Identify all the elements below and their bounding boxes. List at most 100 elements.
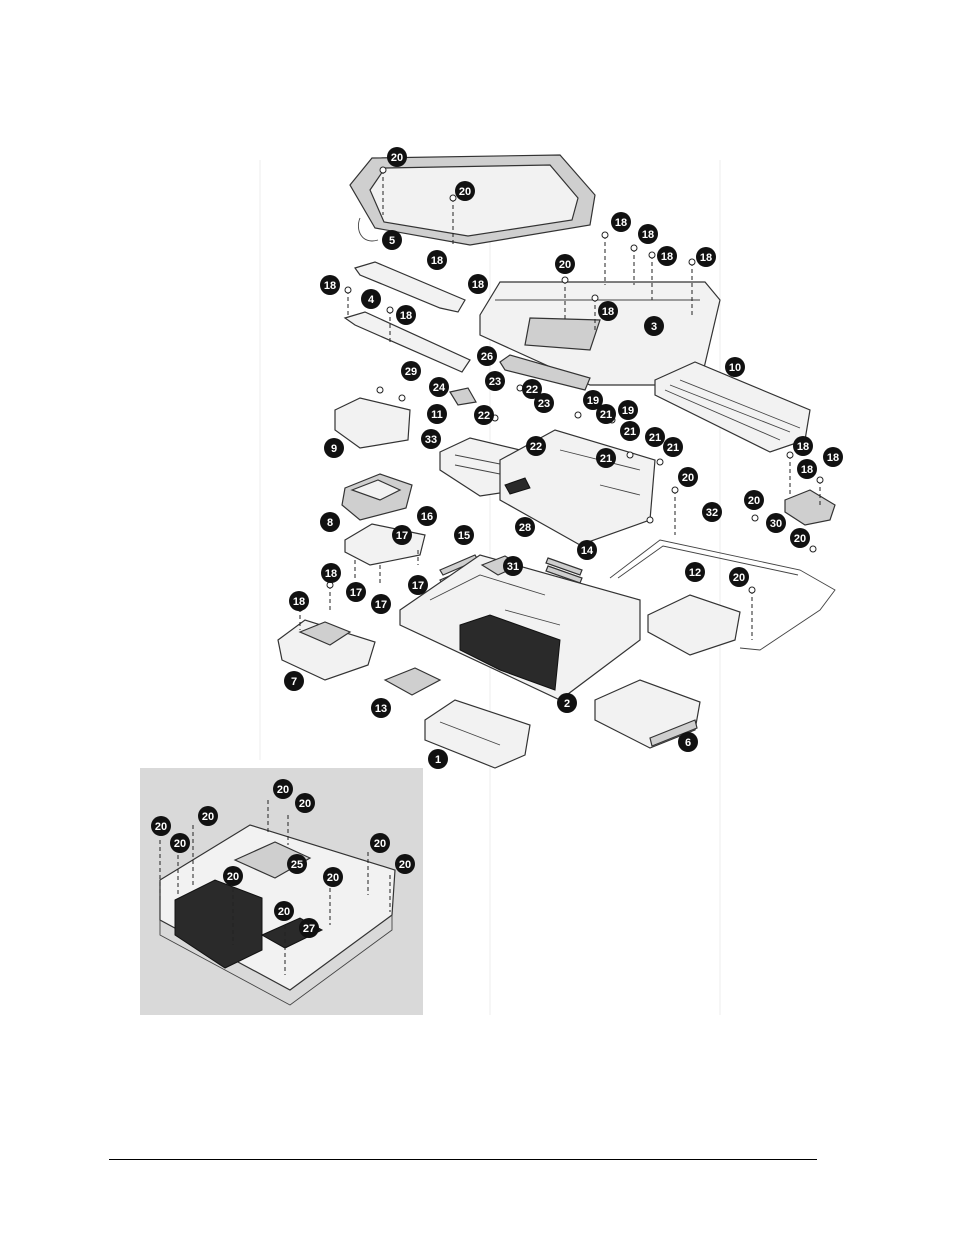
callout-number: 18 xyxy=(293,596,305,608)
callout-number: 16 xyxy=(421,511,433,523)
callout-21: 21 xyxy=(663,437,683,457)
callout-10: 10 xyxy=(725,357,745,377)
callout-23: 23 xyxy=(534,393,554,413)
callout-number: 3 xyxy=(651,321,657,333)
callout-20: 20 xyxy=(223,866,243,886)
callout-number: 5 xyxy=(389,235,395,247)
callout-20: 20 xyxy=(323,867,343,887)
modem-board xyxy=(785,490,835,525)
callout-21: 21 xyxy=(596,404,616,424)
drive-module xyxy=(278,620,375,680)
callout-number: 20 xyxy=(174,838,186,850)
callout-number: 18 xyxy=(642,229,654,241)
callout-18: 18 xyxy=(638,224,658,244)
callout-20: 20 xyxy=(790,528,810,548)
callout-number: 20 xyxy=(794,533,806,545)
callout-number: 20 xyxy=(733,572,745,584)
callout-number: 14 xyxy=(581,545,594,557)
callout-number: 15 xyxy=(458,530,470,542)
callout-20: 20 xyxy=(744,490,764,510)
callout-20: 20 xyxy=(274,901,294,921)
callout-20: 20 xyxy=(387,147,407,167)
callout-number: 18 xyxy=(472,279,484,291)
callout-number: 22 xyxy=(530,441,542,453)
callout-20: 20 xyxy=(170,833,190,853)
callout-number: 20 xyxy=(748,495,760,507)
callout-18: 18 xyxy=(611,212,631,232)
callout-number: 20 xyxy=(391,152,403,164)
callout-number: 17 xyxy=(350,587,362,599)
callout-6: 6 xyxy=(678,732,698,752)
callout-20: 20 xyxy=(555,254,575,274)
callout-number: 18 xyxy=(827,452,839,464)
callout-number: 20 xyxy=(155,821,167,833)
callout-number: 32 xyxy=(706,507,718,519)
callout-29: 29 xyxy=(401,361,421,381)
hard-drive xyxy=(342,474,412,520)
callout-number: 18 xyxy=(700,252,712,264)
callout-number: 19 xyxy=(622,405,634,417)
callout-24: 24 xyxy=(429,377,449,397)
callout-18: 18 xyxy=(598,301,618,321)
callout-number: 20 xyxy=(399,859,411,871)
access-door xyxy=(385,668,440,695)
inset-bottom-view xyxy=(140,768,423,1015)
callout-17: 17 xyxy=(392,525,412,545)
callout-number: 20 xyxy=(559,259,571,271)
callout-number: 20 xyxy=(227,871,239,883)
callout-14: 14 xyxy=(577,540,597,560)
callout-number: 23 xyxy=(538,398,550,410)
callout-number: 26 xyxy=(481,351,493,363)
callout-20: 20 xyxy=(151,816,171,836)
callout-1: 1 xyxy=(428,749,448,769)
callout-18: 18 xyxy=(657,246,677,266)
callout-number: 18 xyxy=(431,255,443,267)
callout-15: 15 xyxy=(454,525,474,545)
callout-25: 25 xyxy=(287,854,307,874)
callout-number: 23 xyxy=(489,376,501,388)
callout-11: 11 xyxy=(427,404,447,424)
callout-number: 13 xyxy=(375,703,387,715)
callout-12: 12 xyxy=(685,562,705,582)
callout-number: 29 xyxy=(405,366,417,378)
callout-number: 18 xyxy=(325,568,337,580)
callout-18: 18 xyxy=(427,250,447,270)
callout-number: 20 xyxy=(299,798,311,810)
callout-number: 22 xyxy=(478,410,490,422)
callout-17: 17 xyxy=(408,575,428,595)
callout-number: 17 xyxy=(396,530,408,542)
heat-sink-bracket xyxy=(335,388,476,448)
callout-26: 26 xyxy=(477,346,497,366)
callout-number: 20 xyxy=(327,872,339,884)
callout-number: 21 xyxy=(624,426,636,438)
callout-22: 22 xyxy=(474,405,494,425)
callout-number: 20 xyxy=(459,186,471,198)
callout-18: 18 xyxy=(823,447,843,467)
callout-number: 11 xyxy=(431,409,443,421)
callout-13: 13 xyxy=(371,698,391,718)
bottom-shield xyxy=(648,595,740,655)
callout-number: 18 xyxy=(602,306,614,318)
callout-number: 6 xyxy=(685,737,691,749)
callout-21: 21 xyxy=(596,448,616,468)
callout-number: 20 xyxy=(277,784,289,796)
callout-number: 2 xyxy=(564,698,570,710)
callout-number: 24 xyxy=(433,382,446,394)
callout-number: 18 xyxy=(615,217,627,229)
callout-number: 20 xyxy=(202,811,214,823)
hard-drive-bracket xyxy=(345,524,425,565)
callout-30: 30 xyxy=(766,513,786,533)
callout-2: 2 xyxy=(557,693,577,713)
callout-18: 18 xyxy=(468,274,488,294)
callout-number: 18 xyxy=(400,310,412,322)
callout-number: 19 xyxy=(587,395,599,407)
callout-33: 33 xyxy=(421,429,441,449)
callout-4: 4 xyxy=(361,289,381,309)
callout-number: 8 xyxy=(327,517,333,529)
callout-19: 19 xyxy=(618,400,638,420)
callout-number: 21 xyxy=(600,409,612,421)
callout-18: 18 xyxy=(321,563,341,583)
footer-rule xyxy=(109,1159,817,1160)
callout-23: 23 xyxy=(485,371,505,391)
